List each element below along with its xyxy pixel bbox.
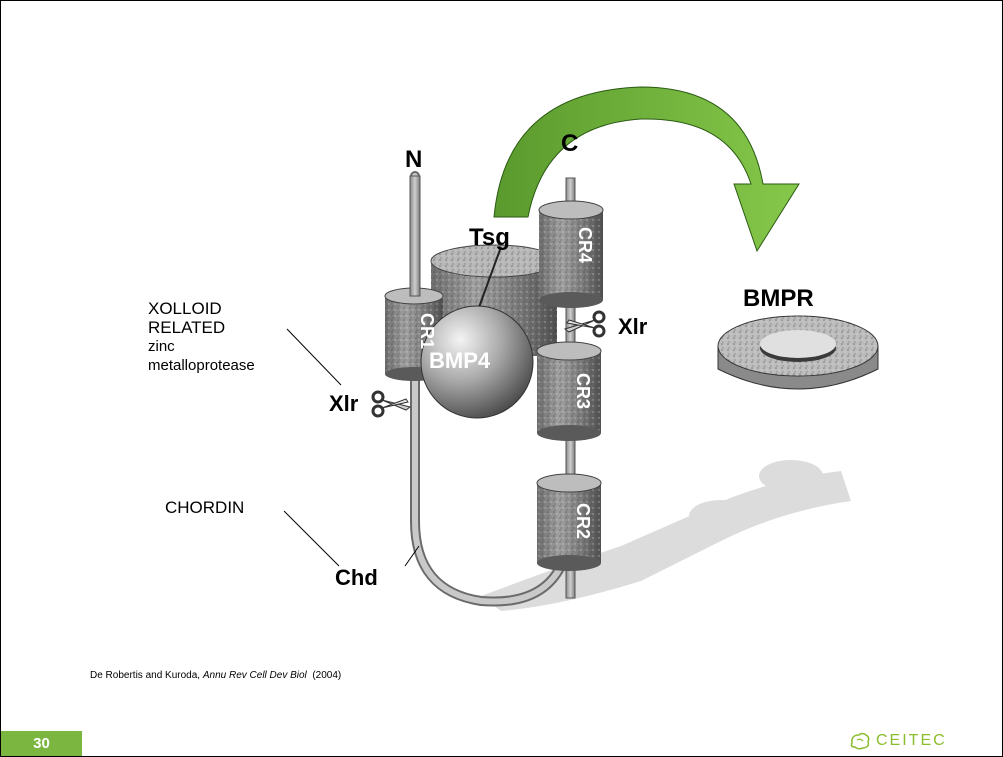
citation-year: (2004): [306, 670, 342, 681]
citation-journal: Annu Rev Cell Dev Biol: [202, 670, 307, 681]
c-terminus-label: C: [561, 130, 578, 157]
ceitec-logo-text: CEITEC: [876, 732, 947, 749]
citation: De Robertis and Kuroda, Annu Rev Cell De…: [90, 670, 341, 681]
xolloid-pointer-line: [286, 328, 342, 386]
xolloid-line-1: XOLLOID: [148, 299, 222, 318]
xolloid-line-2: RELATED: [148, 318, 226, 337]
cr3-cylinder: [536, 341, 602, 441]
scissors-icon: [563, 310, 606, 338]
xlr-label-upper: Xlr: [618, 314, 648, 339]
xolloid-line-3: zinc: [148, 338, 175, 355]
citation-authors: De Robertis and Kuroda,: [90, 670, 203, 681]
cr4-label: CR4: [575, 227, 595, 263]
chd-pointer-line: [404, 545, 420, 567]
chordin-annotation: CHORDIN: [165, 498, 245, 517]
chordin-pointer-line: [283, 510, 340, 567]
bmpr-label: BMPR: [743, 285, 814, 312]
bmp4-label: BMP4: [429, 348, 491, 373]
cr2-cylinder: [536, 473, 602, 571]
xlr-label-lower: Xlr: [329, 391, 359, 416]
cr2-label: CR2: [573, 503, 593, 539]
xolloid-annotation: XOLLOID RELATED zinc metalloprotease: [148, 299, 255, 375]
cr3-label: CR3: [573, 373, 593, 409]
bmpr-receptor: [717, 315, 879, 390]
cr1-label: CR1: [417, 313, 437, 349]
ceitec-logo: CEITEC: [849, 730, 947, 752]
page-number: 30: [1, 731, 82, 756]
n-terminus-label: N: [405, 146, 422, 173]
transfer-arrow: [493, 86, 800, 253]
xolloid-line-4: metalloprotease: [148, 357, 255, 374]
tsg-label: Tsg: [469, 224, 510, 251]
bmp4-sphere: [420, 305, 534, 419]
chd-label: Chd: [335, 565, 378, 590]
scissors-icon: [371, 390, 412, 418]
n-terminus-rod: [409, 175, 421, 297]
cr4-cylinder: [538, 200, 604, 308]
ceitec-logo-icon: [850, 732, 870, 750]
